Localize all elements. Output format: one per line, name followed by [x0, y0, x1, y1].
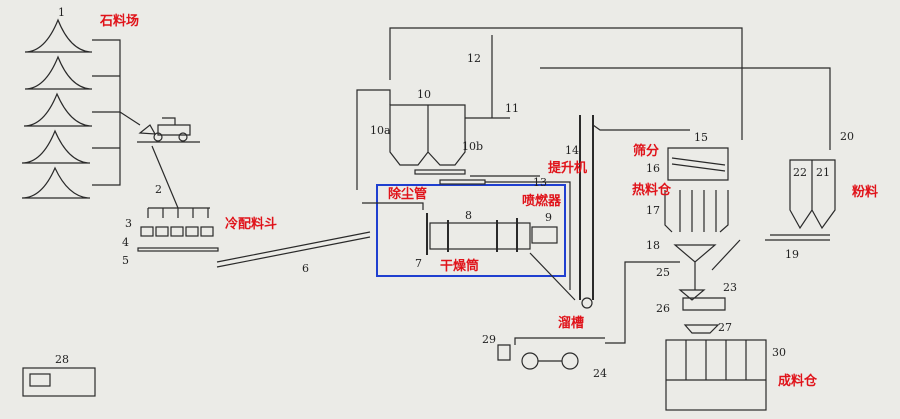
svg-text:提升机: 提升机 — [548, 160, 587, 176]
svg-text:27: 27 — [718, 321, 732, 334]
svg-text:20: 20 — [840, 130, 854, 143]
svg-text:21: 21 — [816, 166, 830, 179]
bucket-elevator — [540, 67, 831, 344]
svg-text:22: 22 — [793, 166, 807, 179]
dryer-highlight-box — [376, 184, 566, 277]
dryer-drum — [362, 202, 576, 301]
cold-feed-bins — [137, 207, 371, 268]
svg-text:14: 14 — [565, 144, 579, 157]
svg-text:石料场: 石料场 — [99, 13, 139, 29]
svg-text:13: 13 — [533, 176, 547, 189]
svg-text:8: 8 — [465, 209, 472, 222]
svg-text:29: 29 — [482, 333, 496, 346]
svg-text:16: 16 — [646, 162, 660, 175]
svg-text:冷配料斗: 冷配料斗 — [225, 216, 277, 232]
svg-text:筛分: 筛分 — [633, 143, 659, 159]
handwritten-annotations: 石料场 冷配料斗 除尘管 喷燃器 干燥筒 提升机 溜槽 筛分 热料仓 粉料 成料… — [99, 13, 878, 389]
stockpiles — [21, 18, 141, 199]
storage-silos — [665, 339, 767, 411]
svg-text:粉料: 粉料 — [852, 184, 878, 200]
loader — [137, 117, 200, 209]
svg-text:18: 18 — [646, 239, 660, 252]
screen-and-hot-bins — [664, 147, 729, 334]
svg-text:4: 4 — [122, 236, 129, 249]
control-room — [22, 367, 96, 397]
svg-text:2: 2 — [155, 183, 162, 196]
svg-text:10: 10 — [417, 88, 431, 101]
svg-text:11: 11 — [505, 102, 519, 115]
svg-text:26: 26 — [656, 302, 670, 315]
svg-text:10b: 10b — [462, 140, 483, 153]
svg-text:28: 28 — [55, 353, 69, 366]
svg-text:3: 3 — [125, 217, 132, 230]
svg-text:5: 5 — [122, 254, 129, 267]
svg-text:喷燃器: 喷燃器 — [522, 193, 562, 209]
svg-text:热料仓: 热料仓 — [632, 182, 672, 198]
svg-text:12: 12 — [467, 52, 481, 65]
svg-text:溜槽: 溜槽 — [558, 315, 584, 331]
svg-text:19: 19 — [785, 248, 799, 261]
svg-text:除尘管: 除尘管 — [388, 186, 427, 202]
svg-text:1: 1 — [58, 6, 65, 19]
svg-text:23: 23 — [723, 281, 737, 294]
svg-text:17: 17 — [646, 204, 660, 217]
dust-collector — [356, 27, 743, 290]
svg-text:7: 7 — [415, 257, 422, 270]
svg-text:10a: 10a — [370, 124, 391, 137]
svg-text:6: 6 — [302, 262, 309, 275]
svg-text:成料仓: 成料仓 — [778, 373, 818, 389]
svg-text:干燥筒: 干燥筒 — [440, 258, 479, 274]
svg-text:9: 9 — [545, 211, 552, 224]
filler-silos — [711, 159, 836, 271]
svg-text:15: 15 — [694, 131, 708, 144]
svg-text:24: 24 — [593, 367, 607, 380]
asphalt-pump — [497, 337, 605, 370]
number-labels: 1 2 3 4 5 6 7 8 9 10 10a 10b 11 12 13 14… — [55, 6, 854, 380]
svg-text:25: 25 — [656, 266, 670, 279]
svg-text:30: 30 — [772, 346, 786, 359]
